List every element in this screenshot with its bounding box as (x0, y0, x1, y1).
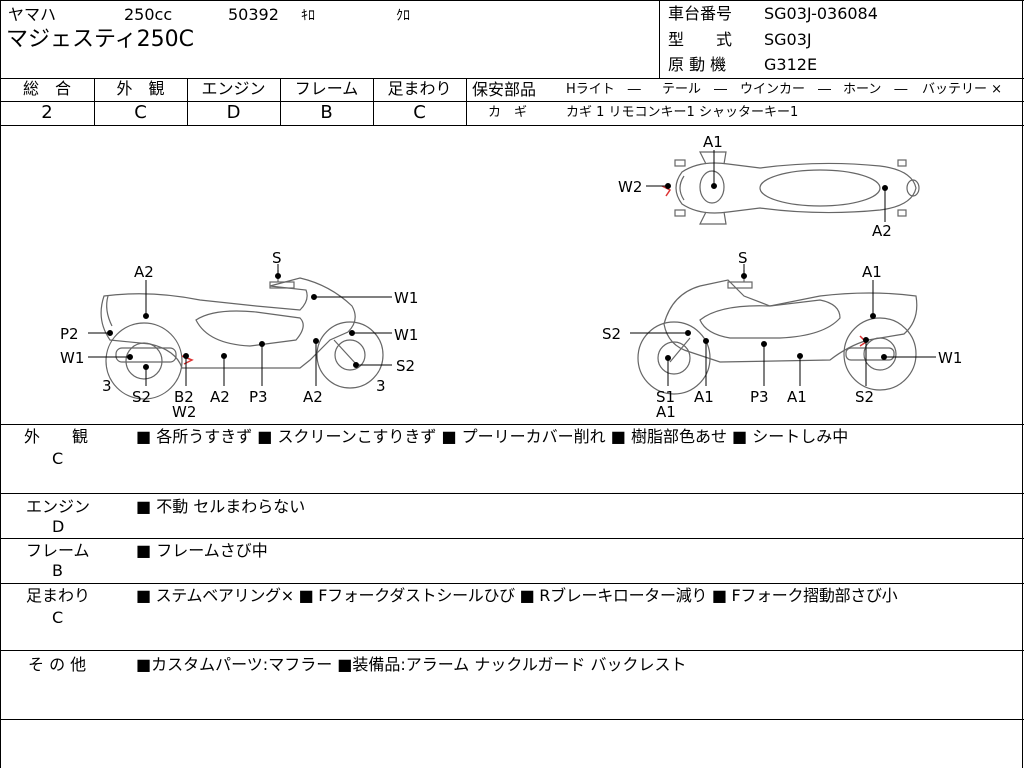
left-label-s2b: S2 (132, 388, 151, 406)
left-label-w1c: W1 (60, 349, 84, 367)
remark-line-3 (0, 583, 1024, 584)
grade-label-suspension: 足まわり (387, 79, 452, 98)
right-label-a1c: A1 (656, 403, 676, 421)
leader-lines (88, 150, 936, 386)
left-label-b2: B2 (174, 388, 194, 406)
right-side-scooter (637, 270, 918, 395)
top-label-a2: A2 (872, 222, 892, 240)
remark-exterior-text: ■ 各所うすきず ■ スクリーンこすりきず ■ プーリーカバー削れ ■ 樹脂部色… (136, 427, 849, 446)
left-label-w1a: W1 (394, 289, 418, 307)
remark-engine-text: ■ 不動 セルまわらない (136, 497, 306, 516)
grade-value-frame: B (320, 102, 333, 123)
grade-col-2 (187, 78, 188, 125)
remark-line-1 (0, 493, 1024, 494)
grade-top-line (0, 78, 1024, 79)
remark-engine-grade: D (52, 517, 65, 536)
right-label-s2: S2 (602, 325, 621, 343)
type-value: SG03J (764, 30, 812, 49)
type-label: 型 式 (668, 30, 733, 49)
right-label-p3: P3 (750, 388, 769, 406)
grade-value-total: 2 (41, 102, 53, 123)
remark-other-label: そ の 他 (28, 655, 87, 674)
engine-label: 原 動 機 (668, 55, 727, 74)
grade-label-exterior: 外 観 (116, 79, 165, 98)
left-label-s: S (272, 249, 282, 267)
grade-label-total: 総 合 (22, 79, 71, 98)
maker: ヤマハ (8, 5, 57, 24)
grade-value-engine: D (226, 102, 241, 123)
frame-no-label: 車台番号 (668, 4, 733, 23)
remark-exterior-grade: C (52, 449, 64, 468)
safety-horn: ホーン ― (843, 82, 908, 97)
remark-line-5 (0, 719, 1024, 720)
remark-frame-label: フレーム (26, 541, 90, 560)
right-label-s1: S1 (656, 388, 675, 406)
mileage-unit: ｷﾛ (301, 8, 315, 24)
grade-label-engine: エンジン (201, 79, 266, 98)
right-label-w1: W1 (938, 349, 962, 367)
frame-top (0, 0, 1024, 1)
right-label-a1b: A1 (694, 388, 714, 406)
safety-headlight: Hライト ― (566, 82, 641, 97)
remark-suspension-label: 足まわり (26, 586, 91, 605)
grade-col-5 (466, 78, 467, 125)
right-label-a1: A1 (862, 263, 882, 281)
remark-other-text: ■カスタムパーツ:マフラー ■装備品:アラーム ナックルガード バックレスト (136, 655, 687, 674)
top-view-scooter (674, 151, 920, 225)
grade-value-suspension: C (413, 102, 426, 123)
safety-winker: ウインカー ― (740, 82, 832, 97)
left-label-3b: 3 (376, 377, 386, 395)
grade-col-1 (94, 78, 95, 125)
diagram-bottom-line (0, 424, 1024, 425)
mileage: 50392 (228, 5, 279, 24)
remark-line-2 (0, 538, 1024, 539)
grade-bottom-line (0, 125, 1024, 126)
safety-tail: テール ― (662, 82, 728, 97)
right-label-s2b: S2 (855, 388, 874, 406)
frame-left (0, 0, 1, 768)
grade-value-exterior: C (134, 102, 147, 123)
top-view-red-mark (661, 185, 672, 197)
top-label-a1: A1 (703, 133, 723, 151)
grade-col-3 (280, 78, 281, 125)
safety-battery: バッテリー × (922, 82, 1003, 97)
left-label-s2a: S2 (396, 357, 415, 375)
remark-line-4 (0, 650, 1024, 651)
keys-value: カギ 1 リモコンキー1 シャッターキー1 (566, 105, 799, 120)
remark-suspension-text: ■ ステムベアリング× ■ Fフォークダストシールひび ■ Rブレーキローター減… (136, 586, 898, 605)
diagram-labels: A1 W2 A2 S A2 W1 P2 W1 W1 S2 3 3 S2 B2 A… (60, 133, 962, 421)
left-label-p2: P2 (60, 325, 79, 343)
safety-mid-line (466, 101, 1024, 102)
remark-frame-grade: B (52, 561, 63, 580)
remark-exterior-label: 外 観 (24, 427, 89, 446)
model-name: マジェスティ250C (6, 27, 195, 52)
frame-right (1022, 0, 1023, 768)
engine-value: G312E (764, 55, 818, 74)
displacement: 250cc (124, 5, 173, 24)
frame-no: SG03J-036084 (764, 4, 878, 23)
header-divider (659, 0, 660, 78)
left-label-w1b: W1 (394, 326, 418, 344)
right-label-s: S (738, 249, 748, 267)
safety-label: 保安部品 (472, 80, 537, 99)
grade-label-frame: フレーム (294, 79, 359, 98)
left-label-a2c: A2 (303, 388, 323, 406)
top-label-w2: W2 (618, 178, 642, 196)
left-label-a2b: A2 (210, 388, 230, 406)
remark-suspension-grade: C (52, 608, 64, 627)
left-label-p3: P3 (249, 388, 268, 406)
left-side-scooter (100, 270, 384, 400)
left-label-a2: A2 (134, 263, 154, 281)
color: ｸﾛ (396, 8, 410, 24)
left-label-3a: 3 (102, 377, 112, 395)
left-label-w2: W2 (172, 403, 196, 421)
grade-mid-line (0, 101, 466, 102)
keys-label: カ ギ (488, 105, 528, 120)
remark-frame-text: ■ フレームさび中 (136, 541, 268, 560)
damage-diagram: A1 W2 A2 S A2 W1 P2 W1 W1 S2 3 3 S2 B2 A… (60, 133, 962, 421)
grade-col-4 (373, 78, 374, 125)
remark-engine-label: エンジン (26, 497, 91, 516)
right-label-a1d: A1 (787, 388, 807, 406)
